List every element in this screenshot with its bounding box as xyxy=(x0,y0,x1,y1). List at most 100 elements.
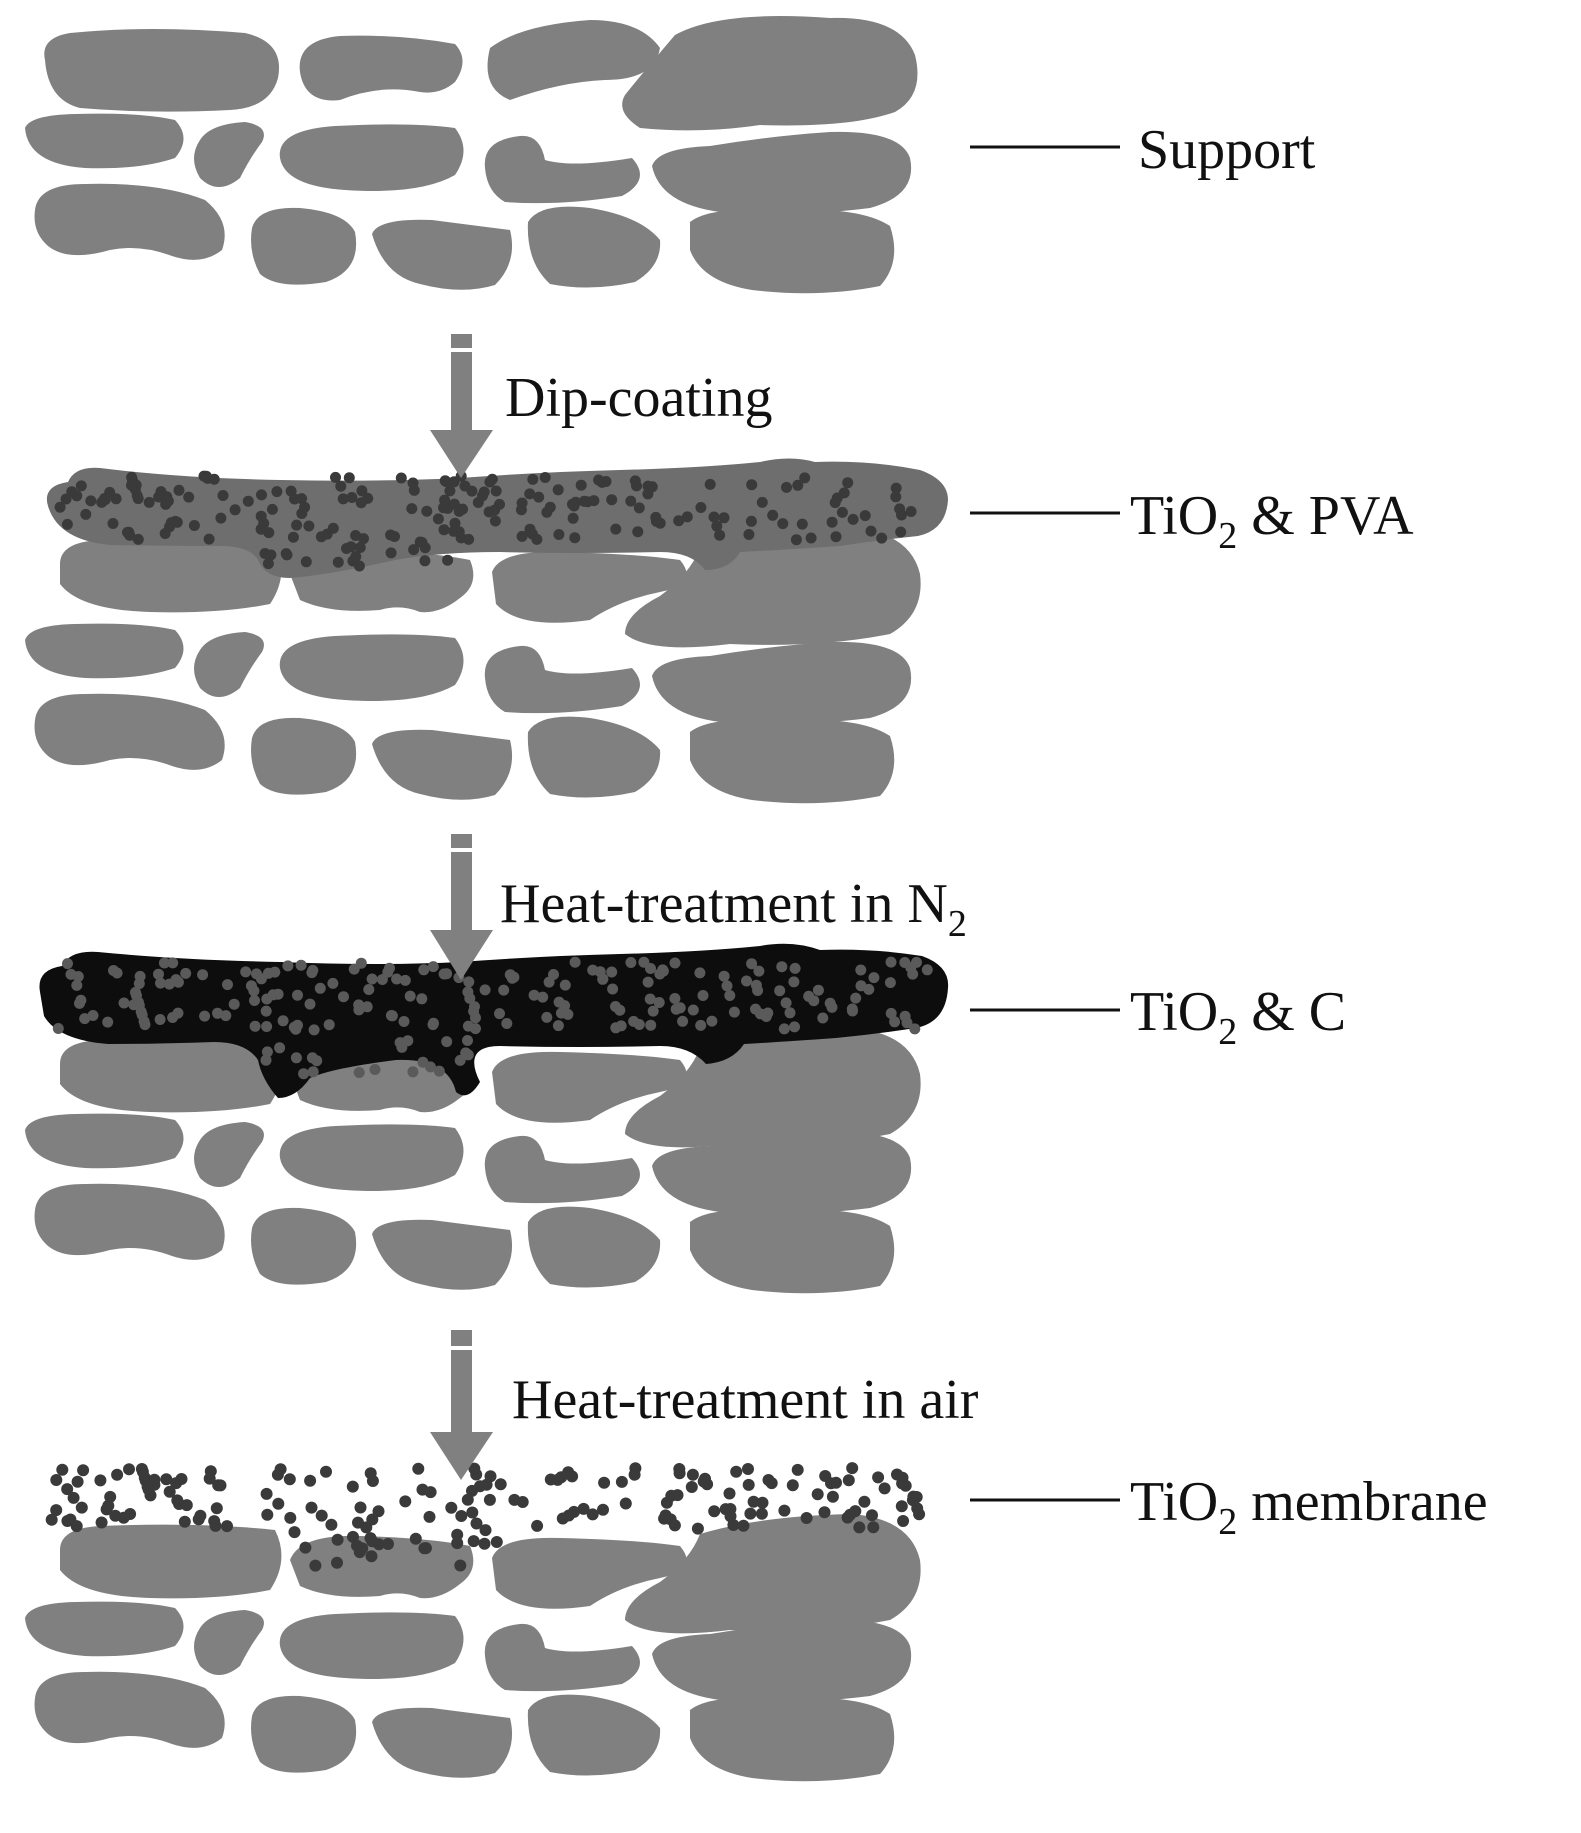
tio2-particle xyxy=(747,1495,760,1508)
tio2-particle xyxy=(419,1542,432,1555)
tio2-particle xyxy=(376,974,388,985)
tio2-particle xyxy=(890,482,902,494)
tio2-particle xyxy=(433,1065,445,1077)
tio2-particle xyxy=(323,1019,335,1031)
tio2-particle xyxy=(858,1495,871,1508)
tio2-particle xyxy=(755,1507,768,1520)
tio2-particle xyxy=(290,1052,302,1064)
tio2-particle xyxy=(479,984,491,996)
tio2-particle xyxy=(899,957,911,968)
tio2-particle xyxy=(396,1041,408,1053)
tio2-particle xyxy=(277,1015,289,1027)
tio2-particle xyxy=(791,1463,804,1476)
tio2-particle xyxy=(752,985,764,996)
tio2-particle xyxy=(62,958,73,970)
tio2-particle xyxy=(669,957,681,969)
tio2-particle xyxy=(895,526,907,538)
tio2-particle xyxy=(746,479,758,491)
tio2-particle xyxy=(255,510,267,522)
tio2-particle xyxy=(552,1020,564,1032)
tio2-particle xyxy=(866,1509,878,1522)
tio2-particle xyxy=(170,974,182,986)
support-grain xyxy=(25,623,184,679)
tio2-particle xyxy=(442,554,454,566)
support-grain xyxy=(34,1183,225,1260)
tio2-particle xyxy=(895,1500,908,1513)
tio2-particle xyxy=(718,512,730,524)
tio2-particle xyxy=(463,976,475,988)
tio2-particle xyxy=(441,1036,453,1048)
tio2-particles xyxy=(54,470,917,572)
tio2-particle xyxy=(118,997,130,1009)
support-grain xyxy=(251,717,357,795)
tio2-particle xyxy=(876,532,888,544)
stage-tio2-membrane xyxy=(25,1462,926,1782)
tio2-particle xyxy=(847,513,859,525)
tio2-particle xyxy=(355,497,367,509)
tio2-particle xyxy=(711,520,723,532)
tio2-particle xyxy=(803,990,815,1002)
tio2-particle xyxy=(490,485,502,497)
tio2-particle xyxy=(494,1008,505,1020)
tio2-particle xyxy=(332,556,344,568)
tio2-particle xyxy=(173,484,185,496)
tio2-particle xyxy=(71,979,83,991)
tio2-particle xyxy=(220,1010,232,1022)
tio2-particle xyxy=(849,1505,862,1518)
tio2-particle xyxy=(444,485,456,497)
tio2-particle xyxy=(407,1066,419,1078)
tio2-particle xyxy=(614,1004,626,1016)
tio2-particle xyxy=(139,1019,151,1031)
tio2-particle xyxy=(172,1007,184,1019)
tio2-particle xyxy=(200,470,212,482)
tio2-particle xyxy=(577,1502,590,1515)
tio2-particle xyxy=(790,534,802,546)
tio2-particle xyxy=(695,1019,707,1031)
support-grain xyxy=(484,1623,640,1692)
support-grain xyxy=(60,538,282,613)
tio2-particle xyxy=(94,1474,107,1487)
tio2-particle xyxy=(478,1537,491,1550)
tio2-particle xyxy=(516,530,528,542)
tio2-particle xyxy=(469,1001,480,1013)
leader-lines xyxy=(970,145,1120,1502)
tio2-particle xyxy=(353,1067,365,1078)
tio2-particle xyxy=(261,993,273,1005)
tio2-particle xyxy=(203,1472,216,1485)
tio2-particle xyxy=(744,1507,757,1520)
tio2-particle xyxy=(308,1024,320,1036)
tio2-particle xyxy=(566,1470,579,1483)
tio2-particle xyxy=(746,958,758,970)
tio2-particle xyxy=(559,979,571,991)
tio2-particle xyxy=(417,1056,429,1068)
tio2-particle xyxy=(541,1011,553,1023)
support-grain xyxy=(492,1537,687,1609)
tio2-particle xyxy=(347,555,359,567)
support-grain xyxy=(279,1124,464,1191)
tio2-particle xyxy=(261,1508,274,1521)
tio2-particle xyxy=(274,1463,287,1476)
support-grain xyxy=(527,1694,661,1776)
tio2-particle xyxy=(694,967,706,979)
tio2-particle xyxy=(260,1005,272,1017)
tio2-particle xyxy=(750,1003,761,1015)
tio2-particle xyxy=(249,1020,261,1032)
tio2-particle xyxy=(479,1524,492,1537)
tio2-particle xyxy=(578,495,590,507)
tio2-particle xyxy=(842,1474,855,1487)
stage-support xyxy=(25,16,918,294)
tio2-particle xyxy=(552,484,564,496)
tio2-particle xyxy=(353,1004,365,1016)
tio2-particle xyxy=(123,1463,135,1476)
tio2-particle xyxy=(681,511,693,523)
tio2-particle xyxy=(610,523,622,535)
tio2-particle xyxy=(307,1066,319,1078)
tio2-particle xyxy=(80,508,92,520)
tio2-particle xyxy=(524,488,536,500)
tio2-particle xyxy=(109,1509,122,1522)
tio2-particle xyxy=(575,479,587,491)
tio2-particle xyxy=(272,1497,285,1510)
tio2-particle xyxy=(288,1526,301,1539)
support-grain xyxy=(279,1612,464,1679)
support-grain xyxy=(625,1028,921,1148)
